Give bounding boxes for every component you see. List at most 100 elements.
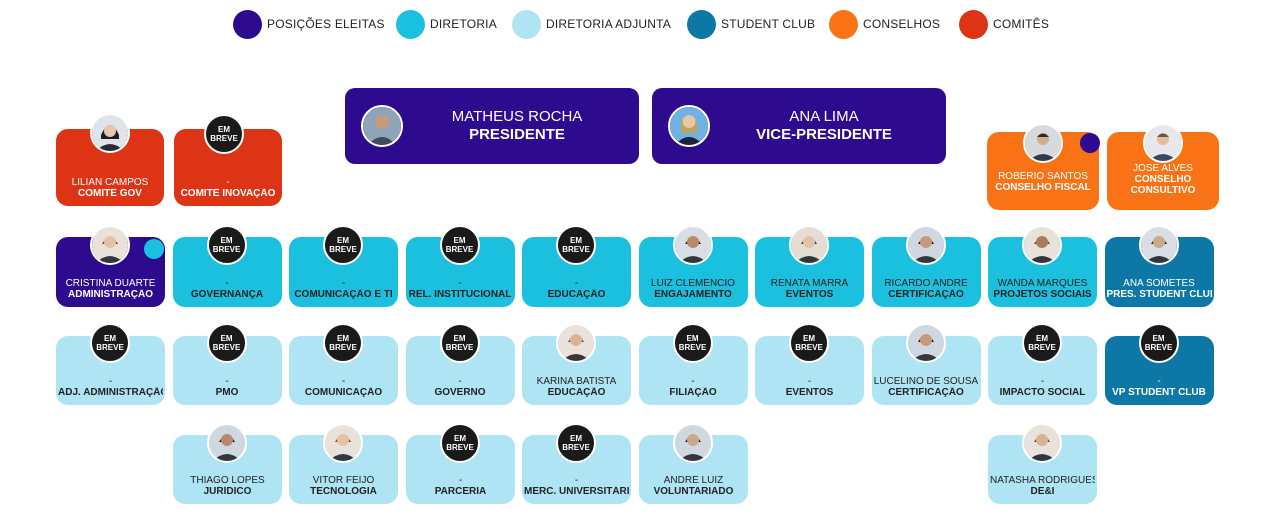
eleita-marker — [1080, 133, 1100, 153]
legend-dot — [687, 9, 716, 39]
avatar — [323, 423, 363, 463]
person-name: WANDA MARQUES — [997, 278, 1088, 289]
legend-dot — [959, 9, 988, 39]
person-name: - — [225, 376, 229, 387]
role-title: EDUCAÇÃO — [547, 387, 606, 398]
avatar — [789, 225, 829, 265]
legend-label: COMITÊS — [993, 17, 1050, 31]
legend-label: DIRETORIA — [430, 17, 497, 31]
legend-item-diretoria: DIRETORIA — [396, 9, 497, 39]
card-vice-presidente[interactable]: ANA LIMA VICE-PRESIDENTE — [652, 88, 946, 164]
role-title: COMUNICAÇÃO E TI — [294, 289, 393, 300]
role-title: COMITÊ GOV — [78, 188, 142, 199]
avatar — [207, 423, 247, 463]
role-title: COMITÊ INOVAÇÃO — [180, 188, 276, 199]
person-name: RICARDO ANDRÉ — [884, 278, 968, 289]
role-title: PRES. STUDENT CLUB — [1106, 289, 1212, 300]
person-name: LILIAN CAMPOS — [71, 177, 149, 188]
avatar — [556, 323, 596, 363]
avatar — [90, 113, 130, 153]
legend-label: DIRETORIA ADJUNTA — [546, 17, 671, 31]
avatar — [672, 225, 713, 265]
role-title: GOVERNANÇA — [190, 289, 264, 300]
avatar — [1023, 123, 1063, 163]
person-name: KARINA BATISTA — [536, 376, 617, 387]
role-title: REL. INSTITUCIONAL — [408, 289, 512, 300]
role-title: VICE-PRESIDENTE — [756, 126, 892, 143]
role-title: EDUCAÇÃO — [547, 289, 606, 300]
avatar — [361, 105, 403, 147]
avatar — [905, 225, 946, 265]
person-name: - — [1157, 376, 1161, 387]
avatar — [1143, 123, 1183, 163]
person-name: - — [108, 376, 113, 387]
avatar — [1022, 423, 1062, 463]
role-title: CONSELHO — [1134, 174, 1192, 185]
legend-item-posicoes-eleitas: POSIÇÕES ELEITAS — [233, 9, 385, 39]
person-name: - — [458, 278, 462, 289]
role-title: VP STUDENT CLUB — [1112, 387, 1206, 398]
person-name: RENATA MARRA — [770, 278, 849, 289]
role-title: GOVERNO — [434, 387, 486, 398]
org-card[interactable]: -ADJ. ADMINISTRAÇÃO — [56, 336, 165, 405]
person-name: CRISTINA DUARTE — [65, 278, 156, 289]
role-title: FILIAÇÃO — [669, 387, 717, 398]
role-title: COMUNICAÇÃO — [304, 387, 383, 398]
legend-item-conselhos: CONSELHOS — [829, 9, 940, 39]
legend-dot — [396, 9, 425, 39]
person-name: - — [458, 376, 462, 387]
person-name: - — [574, 278, 579, 289]
legend-label: STUDENT CLUB — [721, 17, 816, 31]
role-title: MERC. UNIVERSITÁRIO — [524, 486, 629, 497]
legend-dot — [512, 9, 541, 39]
role-title: EVENTOS — [785, 289, 834, 300]
role-title: ADJ. ADMINISTRAÇÃO — [58, 387, 163, 398]
role-title: IMPACTO SOCIAL — [999, 387, 1086, 398]
person-name: - — [574, 475, 579, 486]
avatar — [673, 423, 713, 463]
legend-dot — [233, 9, 262, 39]
person-name: - — [341, 376, 346, 387]
role-title: ENGAJAMENTO — [654, 289, 732, 300]
role-title: PARCERIA — [434, 486, 487, 497]
person-name: - — [226, 177, 230, 188]
role-title: PROJETOS SOCIAIS — [993, 289, 1092, 300]
role-title: EVENTOS — [785, 387, 834, 398]
role-title: CERTIFICAÇÃO — [888, 387, 964, 398]
role-title: VOLUNTARIADO — [653, 486, 734, 497]
person-name: VITOR FEIJÓ — [312, 475, 375, 486]
role-title: CERTIFICAÇÃO — [888, 289, 964, 300]
person-name: - — [807, 376, 812, 387]
diretoria-marker — [144, 239, 164, 259]
person-name: ANA SOMETES — [1123, 278, 1195, 289]
role-title: CONSELHO FISCAL — [995, 182, 1091, 193]
org-card[interactable]: -PMO — [172, 336, 282, 405]
person-name: LUIZ CLEMÊNCIO — [651, 278, 735, 289]
legend-item-student-club: STUDENT CLUB — [687, 9, 815, 39]
person-name: ANDRÉ LUIZ — [663, 475, 724, 486]
person-name: - — [341, 278, 346, 289]
role-title: PMO — [215, 387, 239, 398]
avatar — [1022, 225, 1062, 265]
card-presidente[interactable]: MATHEUS ROCHA PRESIDENTE — [345, 88, 639, 164]
legend-item-comites: COMITÊS — [959, 9, 1049, 39]
role-title: ADMINISTRAÇÃO — [68, 289, 153, 300]
avatar — [668, 105, 710, 147]
person-name: LUCELINO DE SOUSA — [873, 376, 979, 387]
person-name: - — [691, 376, 695, 387]
person-name: NATASHA RODRIGUES — [990, 475, 1095, 486]
person-name: ANA LIMA — [789, 108, 859, 125]
person-name: - — [458, 475, 463, 486]
person-name: - — [225, 278, 229, 289]
role-title: JURÍDICO — [203, 486, 252, 497]
